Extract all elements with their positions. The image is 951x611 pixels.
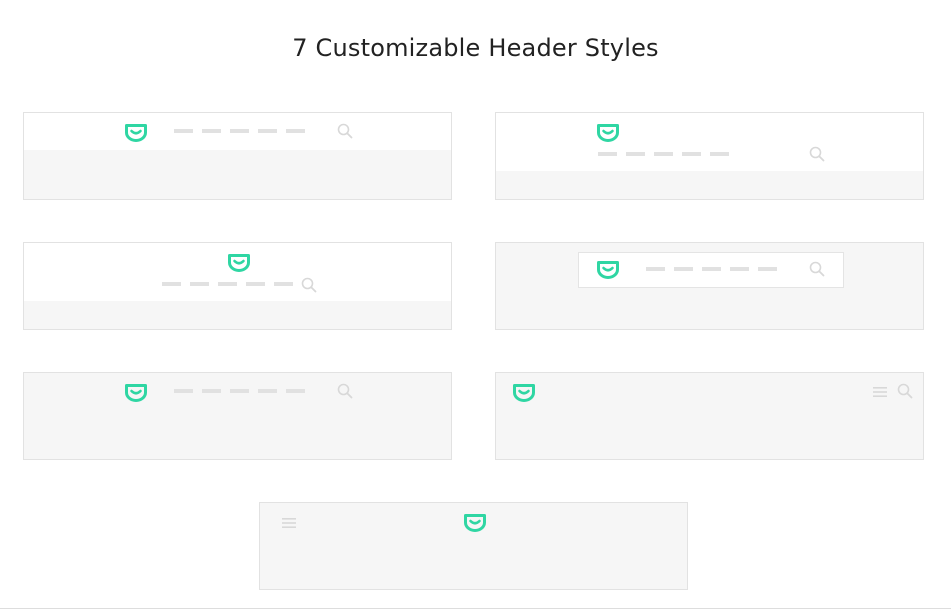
- header-style-7-preview[interactable]: [259, 502, 688, 590]
- nav-item-placeholder: [730, 267, 749, 271]
- nav-item-placeholder: [202, 129, 221, 133]
- logo-icon: [597, 124, 619, 142]
- logo-icon: [597, 261, 619, 279]
- nav-item-placeholder: [286, 389, 305, 393]
- search-icon: [301, 277, 317, 293]
- nav-item-placeholder: [710, 152, 729, 156]
- nav-item-placeholder: [274, 282, 293, 286]
- nav-item-placeholder: [682, 152, 701, 156]
- nav-menu-placeholder: [162, 282, 293, 286]
- nav-menu-placeholder: [646, 267, 777, 271]
- logo-icon: [228, 254, 250, 272]
- nav-item-placeholder: [246, 282, 265, 286]
- nav-item-placeholder: [702, 267, 721, 271]
- nav-item-placeholder: [258, 389, 277, 393]
- search-icon: [809, 261, 825, 277]
- header-style-6-preview[interactable]: [495, 372, 924, 460]
- nav-item-placeholder: [674, 267, 693, 271]
- header-style-1-preview[interactable]: [23, 112, 452, 200]
- nav-menu-placeholder: [174, 129, 305, 133]
- nav-item-placeholder: [758, 267, 777, 271]
- nav-item-placeholder: [174, 389, 193, 393]
- bottom-divider: [0, 608, 951, 609]
- nav-item-placeholder: [174, 129, 193, 133]
- logo-icon: [464, 514, 486, 532]
- nav-item-placeholder: [286, 129, 305, 133]
- nav-item-placeholder: [598, 152, 617, 156]
- nav-item-placeholder: [162, 282, 181, 286]
- nav-item-placeholder: [190, 282, 209, 286]
- nav-menu-placeholder: [174, 389, 305, 393]
- nav-item-placeholder: [646, 267, 665, 271]
- header-bar: [496, 113, 923, 171]
- nav-item-placeholder: [218, 282, 237, 286]
- logo-icon: [513, 384, 535, 402]
- nav-item-placeholder: [230, 389, 249, 393]
- nav-item-placeholder: [230, 129, 249, 133]
- hamburger-menu-icon: [282, 518, 296, 528]
- nav-item-placeholder: [654, 152, 673, 156]
- search-icon: [809, 146, 825, 162]
- page-title: 7 Customizable Header Styles: [292, 34, 659, 62]
- search-icon: [897, 383, 913, 399]
- nav-item-placeholder: [202, 389, 221, 393]
- hamburger-menu-icon: [873, 387, 887, 397]
- search-icon: [337, 383, 353, 399]
- header-style-3-preview[interactable]: [23, 242, 452, 330]
- logo-icon: [125, 124, 147, 142]
- header-style-5-preview[interactable]: [23, 372, 452, 460]
- header-bar: [24, 243, 451, 301]
- logo-icon: [125, 384, 147, 402]
- header-style-4-preview[interactable]: [495, 242, 924, 330]
- search-icon: [337, 123, 353, 139]
- header-style-2-preview[interactable]: [495, 112, 924, 200]
- nav-menu-placeholder: [598, 152, 729, 156]
- nav-item-placeholder: [626, 152, 645, 156]
- nav-item-placeholder: [258, 129, 277, 133]
